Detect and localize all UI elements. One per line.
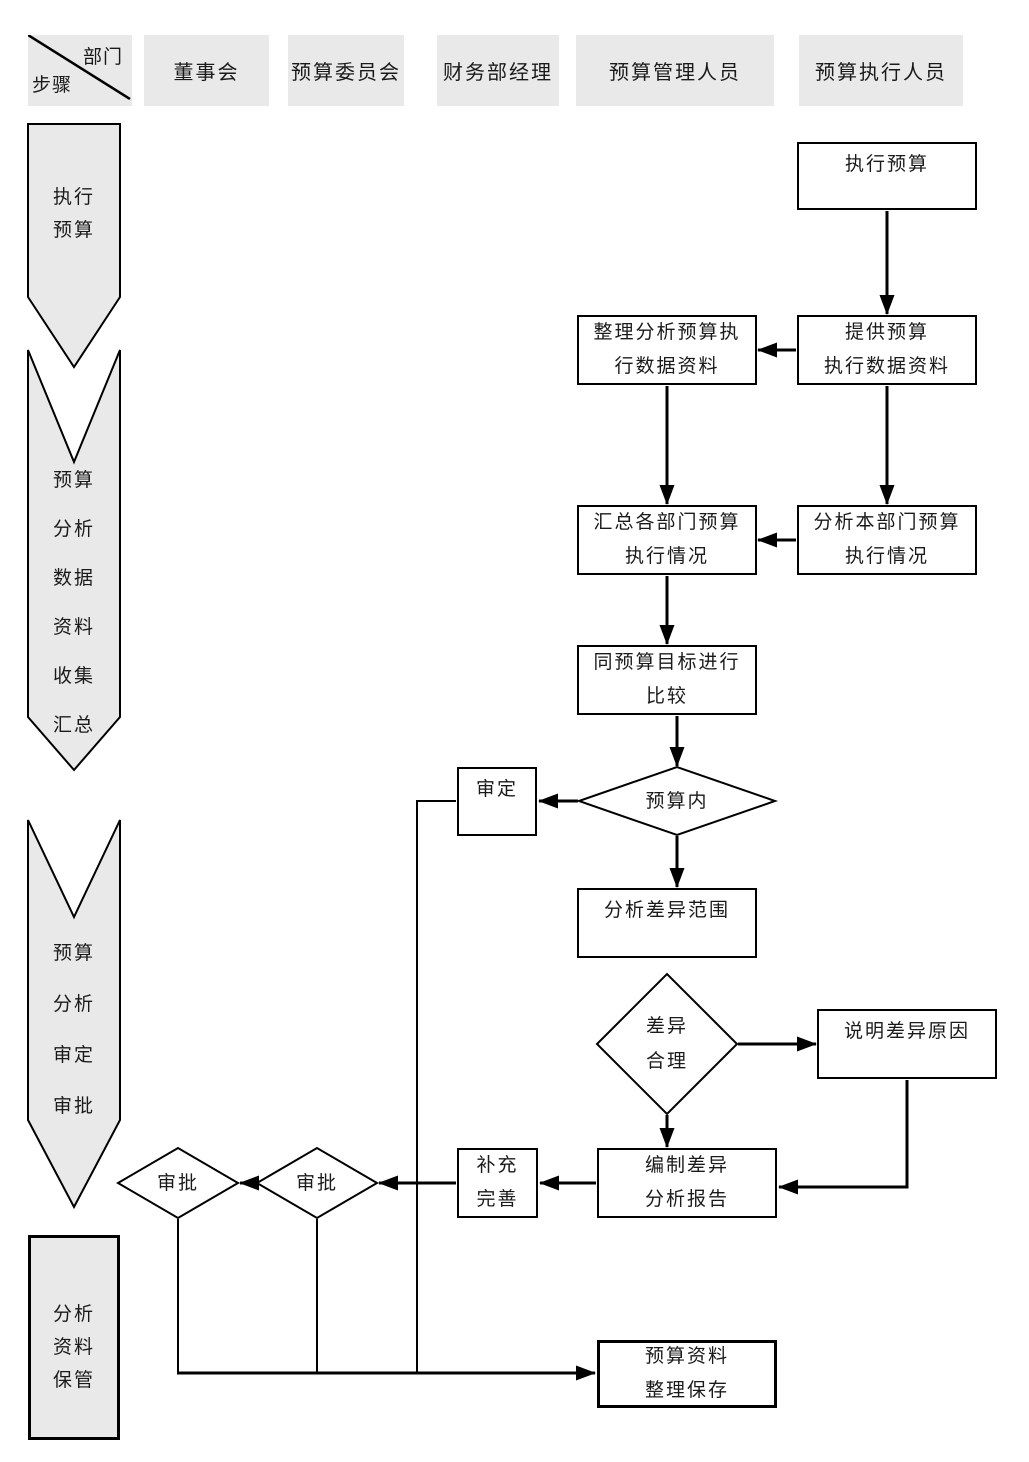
edge-explain-to-report xyxy=(778,1080,909,1195)
step-label-execute-budget: 执行 预算 xyxy=(52,187,95,241)
lane-header-budget-committee: 预算委员会 xyxy=(288,35,404,106)
header-corner: 部门 步骤 xyxy=(28,35,132,106)
lane-header-budget-manager: 预算管理人员 xyxy=(576,35,774,106)
step-arrow-1-shape xyxy=(27,123,121,369)
header-corner-diagonal-line xyxy=(28,35,131,101)
node-explain-variance-reason: 说明差异原因 xyxy=(817,1009,997,1079)
node-execute-budget: 执行预算 xyxy=(797,142,977,210)
step-arrow-2-shape xyxy=(27,349,121,772)
decision-approve-committee-shape xyxy=(255,1146,379,1220)
decision-approve-board-label: 审批 xyxy=(156,1172,199,1194)
step-label-data-collection: 预算 分析 数据 资料 收集 汇总 xyxy=(52,470,95,736)
decision-variance-reasonable-label: 差异 合理 xyxy=(645,1016,688,1072)
step-label-review-approval: 预算 分析 审定 审批 xyxy=(52,943,95,1117)
header-corner-bottom-label: 步骤 xyxy=(32,75,73,96)
lane-header-budget-executor: 预算执行人员 xyxy=(799,35,963,106)
node-review: 审定 xyxy=(457,767,537,836)
step-box-4-shape xyxy=(28,1235,120,1440)
decision-within-budget-shape xyxy=(575,765,779,837)
decision-approve-board-shape xyxy=(116,1146,240,1220)
header-corner-top-label: 部门 xyxy=(82,47,123,68)
node-analyze-own-dept: 分析本部门预算 执行情况 xyxy=(797,505,977,575)
decision-approve-committee-label: 审批 xyxy=(295,1172,338,1194)
node-compile-variance-report: 编制差异 分析报告 xyxy=(597,1148,777,1218)
lane-header-finance-manager: 财务部经理 xyxy=(437,35,559,106)
node-tidy-analyze-data: 整理分析预算执 行数据资料 xyxy=(577,315,757,385)
node-compare-target: 同预算目标进行 比较 xyxy=(577,645,757,715)
edge-review-down-line xyxy=(416,800,456,1373)
decision-within-budget-label: 预算内 xyxy=(645,790,709,812)
node-archive-budget-data: 预算资料 整理保存 xyxy=(597,1340,777,1408)
step-label-archive: 分析 资料 保管 xyxy=(52,1303,95,1391)
lane-header-board: 董事会 xyxy=(144,35,269,106)
step-arrow-3-shape xyxy=(27,819,121,1210)
node-provide-data: 提供预算 执行数据资料 xyxy=(797,315,977,385)
decision-variance-reasonable-shape xyxy=(595,972,739,1116)
node-analyze-variance-range: 分析差异范围 xyxy=(577,888,757,958)
node-summarize-execution: 汇总各部门预算 执行情况 xyxy=(577,505,757,575)
node-supplement-improve: 补充 完善 xyxy=(457,1148,538,1218)
